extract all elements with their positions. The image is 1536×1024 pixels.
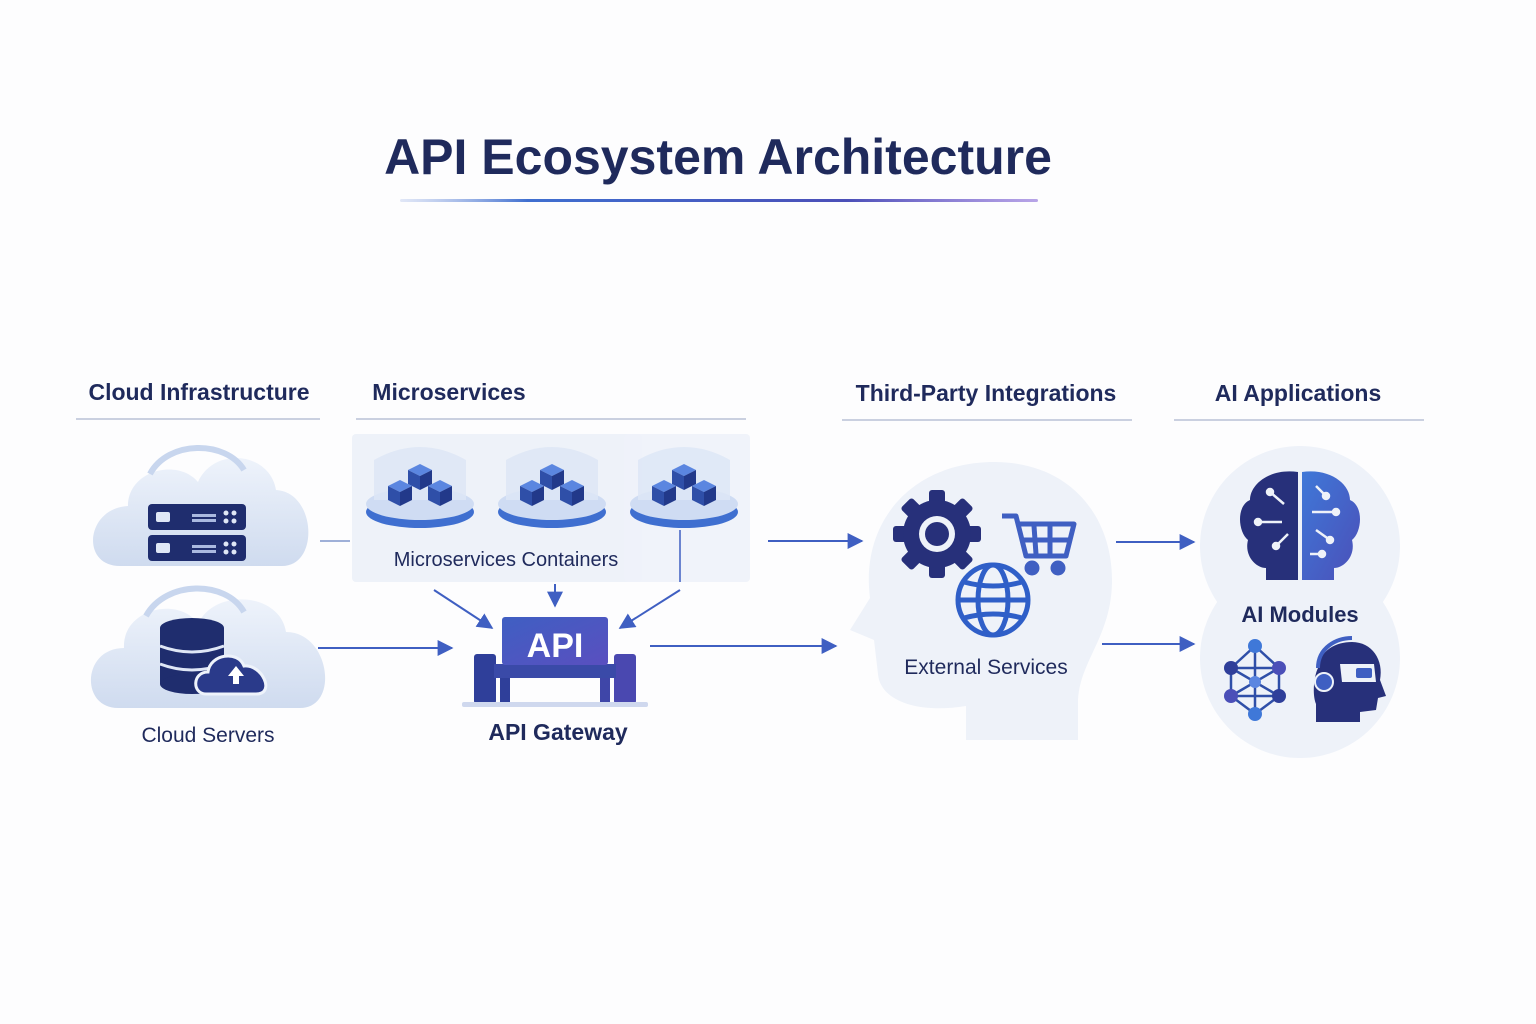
brain-circuit-icon xyxy=(1240,471,1360,580)
api-gateway-icon: API xyxy=(462,617,648,707)
connector-lines xyxy=(318,533,1196,656)
section-header-cloud-infrastructure: Cloud Infrastructure xyxy=(88,379,309,405)
neural-network-icon xyxy=(1224,639,1286,721)
cloud-server-rack xyxy=(93,445,309,566)
container-cubes-icon xyxy=(498,447,606,528)
robot-headset-icon xyxy=(1313,636,1386,722)
container-cubes-icon xyxy=(366,447,474,528)
cloud-database xyxy=(90,585,326,708)
api-badge-text: API xyxy=(527,627,584,665)
shopping-cart-icon xyxy=(1002,513,1077,576)
database-icon xyxy=(159,618,225,694)
cloud-servers-label: Cloud Servers xyxy=(141,724,274,747)
cloud-upload-icon xyxy=(194,654,268,696)
api-gateway-label: API Gateway xyxy=(488,719,628,745)
page-title: API Ecosystem Architecture xyxy=(384,129,1052,185)
section-header-ai-applications: AI Applications xyxy=(1215,380,1382,406)
microservices-panel xyxy=(352,434,750,582)
title-underline xyxy=(400,199,1038,202)
external-services-label: External Services xyxy=(904,656,1067,679)
server-rack-icon xyxy=(148,504,246,561)
section-header-microservices: Microservices xyxy=(372,379,525,405)
globe-icon xyxy=(955,562,1031,638)
gear-icon xyxy=(893,490,981,578)
container-cubes-icon xyxy=(630,447,738,528)
section-header-third-party: Third-Party Integrations xyxy=(856,380,1117,406)
ai-modules-label: AI Modules xyxy=(1241,602,1358,627)
microservices-containers-label: Microservices Containers xyxy=(394,549,619,571)
